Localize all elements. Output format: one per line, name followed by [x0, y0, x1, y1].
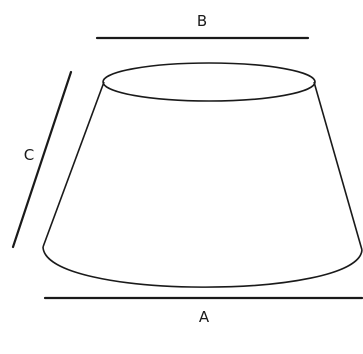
frustum-top-ellipse — [102, 62, 316, 102]
label-c: C — [24, 146, 34, 164]
label-b: B — [197, 12, 207, 30]
frustum-right-edge — [313, 81, 363, 251]
frustum-bottom-curve — [42, 246, 363, 288]
label-a: A — [199, 308, 210, 326]
dimension-line-c — [11, 70, 73, 249]
frustum-left-edge — [42, 81, 105, 248]
